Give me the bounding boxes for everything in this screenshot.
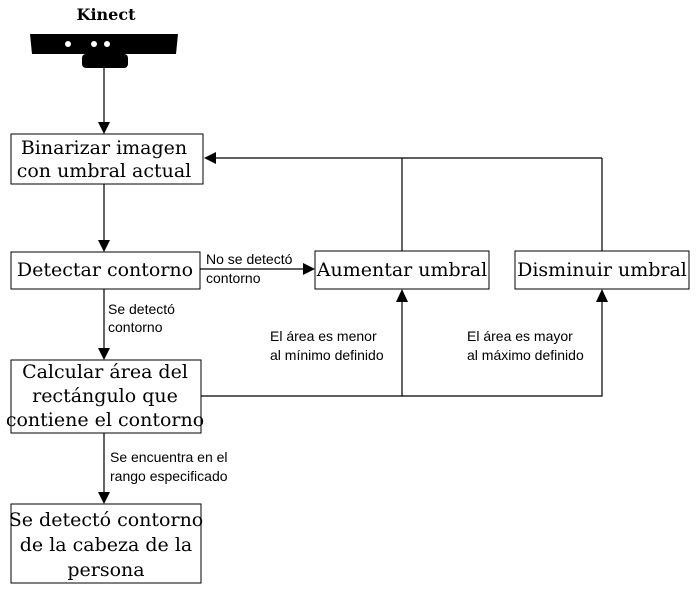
node-calculate: Calcular área del rectángulo que contien… <box>6 359 204 434</box>
node-result: Se detectó contorno de la cabeza de la p… <box>9 503 204 584</box>
decrease-label: Disminuir umbral <box>517 259 687 281</box>
node-detect: Detectar contorno <box>10 251 201 290</box>
arrowhead-calculate <box>98 348 110 360</box>
node-increase: Aumentar umbral <box>314 250 490 290</box>
edge-label-area-less-line1: El área es menor <box>270 328 377 344</box>
kinect-title: Kinect <box>77 5 137 24</box>
edge-label-in-range-line2: rango especificado <box>110 468 228 484</box>
calculate-label-line2: rectángulo que <box>32 385 178 407</box>
edge-calculate-increase <box>201 295 403 397</box>
edge-label-detected-line2: contorno <box>108 319 163 335</box>
binarize-label-line1: Binarizar imagen <box>21 137 187 159</box>
edge-label-not-detected-line1: No se detectó <box>206 251 293 267</box>
result-label-line3: persona <box>67 559 144 581</box>
node-binarize: Binarizar imagen con umbral actual <box>10 133 204 185</box>
arrowhead-increase <box>303 263 315 275</box>
arrowhead-feedback <box>204 152 216 164</box>
edge-label-in-range-line1: Se encuentra en el <box>110 449 228 465</box>
arrowhead-increase-up <box>396 289 408 302</box>
edge-label-area-greater-line2: al máximo definido <box>467 347 584 363</box>
increase-label: Aumentar umbral <box>316 259 487 281</box>
edge-label-not-detected-line2: contorno <box>206 270 261 286</box>
result-label-line1: Se detectó contorno <box>9 509 204 531</box>
arrowhead-result <box>98 492 110 504</box>
detect-label: Detectar contorno <box>17 259 193 281</box>
edge-label-area-less-line2: al mínimo definido <box>270 347 384 363</box>
calculate-label-line3: contiene el contorno <box>6 409 204 431</box>
arrowhead-binarize <box>98 122 110 134</box>
kinect-icon <box>30 34 178 68</box>
arrowhead-detect <box>98 240 110 252</box>
connectors <box>98 68 608 504</box>
node-decrease: Disminuir umbral <box>514 250 690 290</box>
calculate-label-line1: Calcular área del <box>22 361 188 383</box>
binarize-label-line2: con umbral actual <box>17 160 192 182</box>
edge-calculate-decrease <box>402 295 603 397</box>
edge-label-detected-line1: Se detectó <box>108 301 175 317</box>
result-label-line2: de la cabeza de la <box>20 534 193 556</box>
edge-label-area-greater-line1: El área es mayor <box>467 328 573 344</box>
arrowhead-decrease-up <box>596 289 608 302</box>
